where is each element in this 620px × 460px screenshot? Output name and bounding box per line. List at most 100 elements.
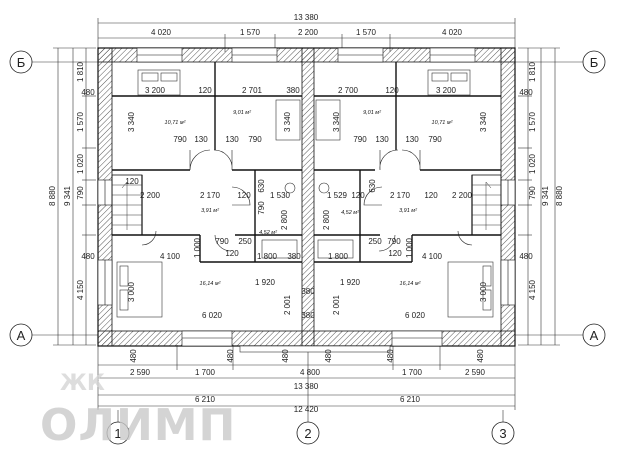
dim-int-n2: 2 800 — [322, 209, 331, 230]
room-area-4: 10,71 м² — [432, 120, 453, 126]
dim-int-m8: 630 — [368, 179, 377, 193]
room-area-5: 3,91 м² — [201, 208, 219, 214]
dim-int-k4: 790 — [248, 135, 262, 144]
dim-right-total-a: 9 341 — [541, 185, 550, 206]
dim-int-b13: 6 020 — [405, 311, 426, 320]
dim-int-b11: 2 001 — [332, 294, 341, 315]
dim-bottom-small-4: 480 — [324, 349, 333, 363]
dim-int-b8: 3 000 — [127, 281, 136, 302]
dim-int-b6: 1 920 — [255, 278, 276, 287]
dim-int-t5: 2 700 — [338, 86, 359, 95]
watermark: ЖК ОЛИМП — [40, 371, 236, 451]
watermark-prefix: ЖК — [60, 371, 105, 396]
bottom-dimensions: 480 480 480 480 480 480 2 590 1 700 4 80… — [129, 349, 486, 414]
dim-int-t2: 120 — [198, 86, 212, 95]
axis-label-2: 2 — [304, 426, 311, 441]
dim-top-1: 4 020 — [151, 28, 172, 37]
dim-int-t1: 3 200 — [145, 86, 166, 95]
axis-marker-2 — [296, 421, 320, 445]
dim-int-n6: 250 — [368, 237, 382, 246]
right-dimensions: 8 880 9 341 1 810 1 570 1 020 790 4 150 … — [519, 61, 564, 300]
axis-label-b-right: Б — [590, 55, 599, 70]
dim-bottom-4: 1 700 — [402, 368, 423, 377]
dim-int-m4: 630 — [257, 179, 266, 193]
dim-bottom-3: 4 800 — [300, 368, 321, 377]
dim-int-m10: 120 — [424, 191, 438, 200]
dim-int-n5: 250 — [238, 237, 252, 246]
dim-right-3: 1 020 — [528, 153, 537, 174]
dim-int-m9: 2 170 — [390, 191, 411, 200]
dim-int-n3: 790 — [257, 201, 266, 215]
stairs — [112, 181, 501, 230]
axis-marker-1 — [106, 421, 130, 445]
dim-int-b10: 2 001 — [283, 294, 292, 315]
dim-int-m3: 120 — [237, 191, 251, 200]
dim-int-m11: 2 200 — [452, 191, 473, 200]
dim-int-m7: 120 — [351, 191, 365, 200]
doors — [141, 149, 473, 252]
dim-int-k2: 130 — [194, 135, 208, 144]
dim-bottom-5: 2 590 — [465, 368, 486, 377]
windows — [97, 47, 516, 353]
dim-int-n1: 2 800 — [280, 209, 289, 230]
dim-int-k8: 790 — [428, 135, 442, 144]
dim-left-1: 1 810 — [76, 61, 85, 82]
axis-label-b-left: Б — [17, 55, 26, 70]
dim-int-k7: 130 — [405, 135, 419, 144]
dim-right-4: 790 — [528, 186, 537, 200]
dim-bottom-total-2: 12 420 — [294, 405, 319, 414]
watermark-brand: ОЛИМП — [40, 400, 236, 451]
top-dimensions: 13 380 4 020 1 570 2 200 1 570 4 020 — [151, 13, 463, 37]
room-area-9: 16,14 м² — [200, 281, 221, 287]
dim-int-k3: 130 — [225, 135, 239, 144]
dim-bottom-2: 1 700 — [195, 368, 216, 377]
dim-int-n9: 120 — [225, 249, 239, 258]
dim-bottom-half-1: 6 210 — [195, 395, 216, 404]
axis-label-a-left: А — [17, 328, 26, 343]
room-area-6: 4,52 м² — [259, 230, 277, 236]
dim-int-n7: 1 000 — [193, 237, 202, 258]
dim-int-m6: 1 529 — [327, 191, 348, 200]
dim-int-b9: 3 000 — [479, 281, 488, 302]
dim-left-total-a: 9 341 — [63, 185, 72, 206]
dim-top-3: 2 200 — [298, 28, 319, 37]
room-area-1: 9,01 м² — [233, 110, 251, 116]
axis-marker-b-left — [9, 50, 33, 74]
dim-left-wall-2: 480 — [81, 252, 95, 261]
dim-int-b4: 1 800 — [328, 252, 349, 261]
dim-bottom-small-5: 480 — [386, 349, 395, 363]
room-area-2: 9,01 м² — [363, 110, 381, 116]
dim-left-4: 790 — [76, 186, 85, 200]
dim-right-2: 1 570 — [528, 111, 537, 132]
axis-markers — [9, 50, 606, 445]
dim-int-v4: 3 340 — [479, 111, 488, 132]
dim-bottom-small-3: 480 — [281, 349, 290, 363]
dim-bottom-small-1: 480 — [129, 349, 138, 363]
axis-marker-a-right — [582, 323, 606, 347]
axis-label-a-right: А — [590, 328, 599, 343]
dim-int-b2: 1 800 — [257, 252, 278, 261]
interior-dimensions: 3 200 120 2 701 380 2 700 120 3 200 3 34… — [125, 86, 488, 320]
axis-labels: Б Б А А 1 2 3 — [17, 55, 599, 441]
dim-right-wall-1: 480 — [519, 88, 533, 97]
dim-int-m5: 1 530 — [270, 191, 291, 200]
dim-int-v3: 3 340 — [332, 111, 341, 132]
dim-bottom-small-6: 480 — [476, 349, 485, 363]
dim-int-k1: 790 — [173, 135, 187, 144]
dim-int-b3: 380 — [287, 252, 301, 261]
dimension-lines — [30, 18, 585, 422]
dim-left-total-b: 8 880 — [48, 185, 57, 206]
room-area-8: 3,91 м² — [399, 208, 417, 214]
dim-int-n10: 120 — [388, 249, 402, 258]
dim-int-b14: 380 — [301, 287, 315, 296]
dim-int-m2: 2 170 — [200, 191, 221, 200]
axis-marker-a-left — [9, 323, 33, 347]
dim-int-b5: 4 100 — [422, 252, 443, 261]
dim-right-1: 1 810 — [528, 61, 537, 82]
dim-int-t3: 2 701 — [242, 86, 263, 95]
room-area-7: 4,52 м² — [341, 210, 359, 216]
dim-int-n4: 790 — [387, 237, 401, 246]
dim-int-k5: 790 — [353, 135, 367, 144]
dim-left-5: 4 150 — [76, 279, 85, 300]
